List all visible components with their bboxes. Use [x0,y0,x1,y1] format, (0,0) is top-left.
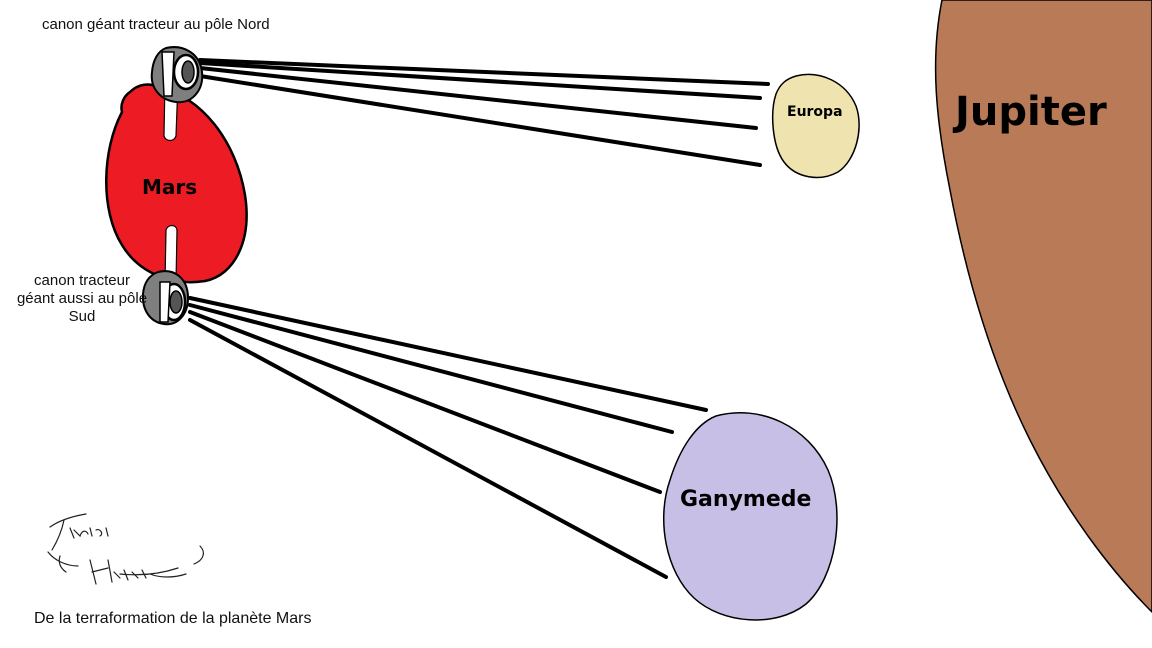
north-beam-1 [198,58,770,86]
south-tractor-beams [188,296,708,579]
south-cannon [141,270,190,326]
caption: De la terraformation de la planète Mars [34,610,312,627]
europa-label: Europa [787,104,843,120]
signature-scribble [47,513,204,585]
europa-body [771,73,860,179]
north-cannon-mount [161,51,175,97]
north-cannon-muzzle [181,60,195,84]
jupiter-label: Jupiter [952,89,1107,135]
south-cannon-muzzle [169,290,183,314]
south-cannon-mount [159,281,171,323]
south-beam-3 [188,310,662,494]
jupiter-body [934,0,1152,614]
south-beam-2 [188,303,674,434]
mars-label: Mars [142,175,197,199]
north-cannon-label: canon géant tracteur au pôle Nord [42,16,270,33]
north-tractor-beams [198,58,770,167]
ganymede-label: Ganymede [680,487,811,512]
north-beam-3 [198,66,758,130]
north-beam-4 [198,74,762,167]
north-beam-2 [198,61,762,100]
south-beam-4 [188,318,668,579]
south-beam-1 [188,296,708,412]
south-cannon-label: canon tracteur géant aussi au pôle Sud [16,272,148,325]
ganymede-body [663,412,838,621]
north-cannon [150,46,204,104]
